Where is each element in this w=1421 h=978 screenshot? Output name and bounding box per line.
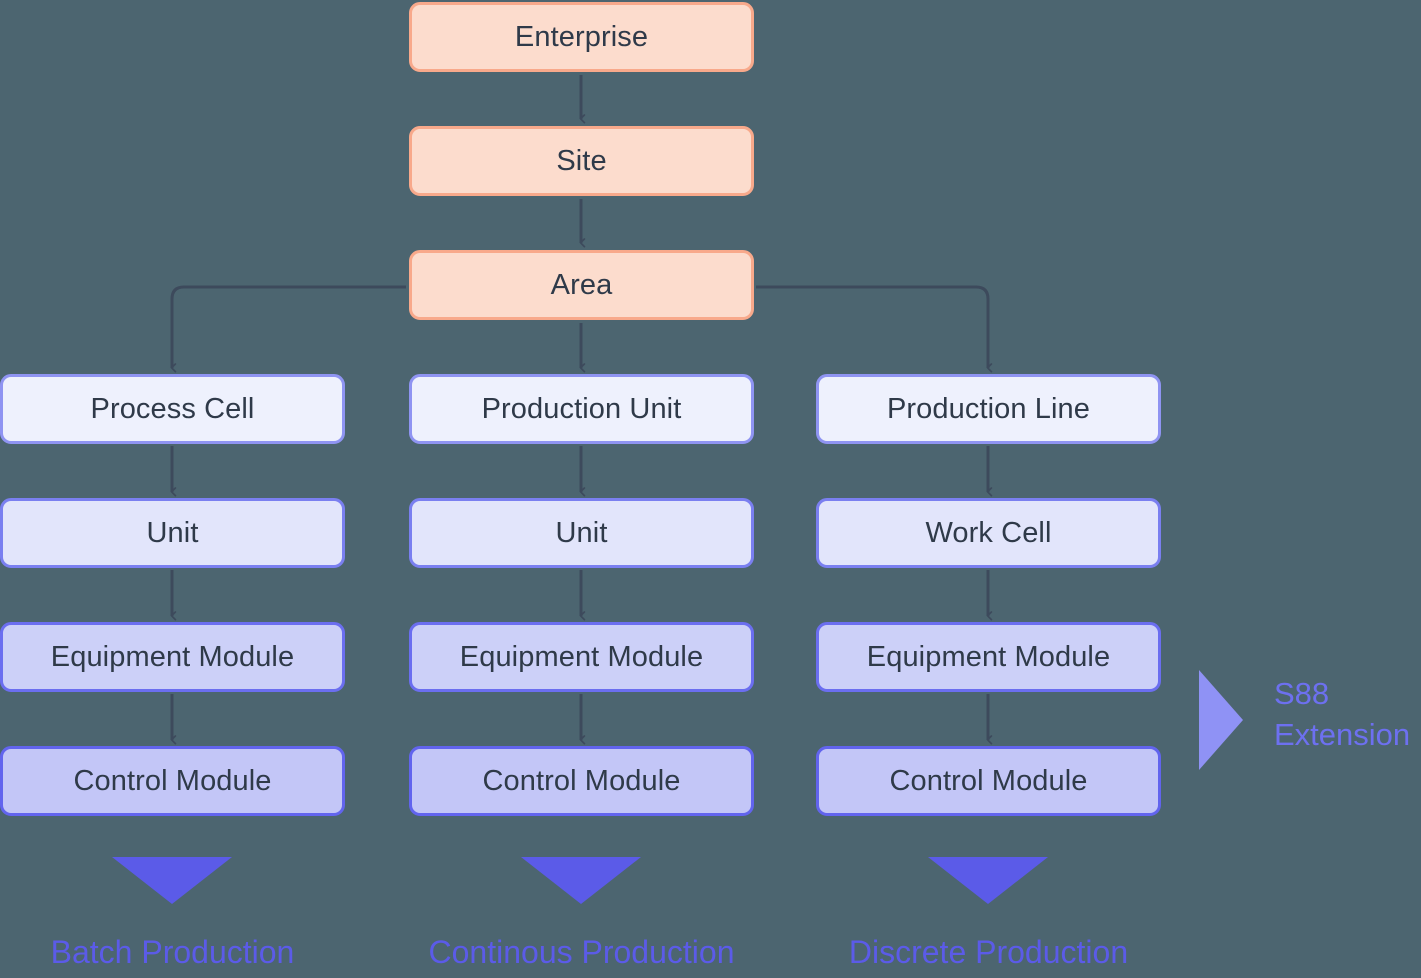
node-production-line[interactable]: Production Line — [816, 374, 1161, 444]
node-unit-continuous-label: Unit — [555, 516, 608, 549]
node-control-module-continuous-label: Control Module — [482, 764, 681, 797]
node-process-cell-label: Process Cell — [90, 392, 255, 425]
node-unit-continuous[interactable]: Unit — [409, 498, 754, 568]
node-production-line-label: Production Line — [886, 392, 1091, 425]
s88-extension-line2: Extension — [1274, 717, 1411, 753]
node-production-unit-label: Production Unit — [481, 392, 682, 425]
node-area-label: Area — [550, 268, 613, 301]
node-control-module-batch[interactable]: Control Module — [0, 746, 345, 816]
node-area[interactable]: Area — [409, 250, 754, 320]
right-triangle-icon — [1199, 670, 1243, 770]
edge-area-process-cell — [170, 285, 406, 373]
node-equipment-module-continuous[interactable]: Equipment Module — [409, 622, 754, 692]
node-unit-batch-label: Unit — [146, 516, 199, 549]
caption-continuous-production: Continous Production — [428, 934, 735, 970]
funnel-down-icon-discrete — [928, 857, 1048, 904]
s88-extension-label: S88 Extension — [1274, 673, 1410, 755]
caption-batch-production: Batch Production — [50, 934, 295, 970]
node-enterprise[interactable]: Enterprise — [409, 2, 754, 72]
node-control-module-batch-label: Control Module — [73, 764, 272, 797]
node-control-module-discrete-label: Control Module — [889, 764, 1088, 797]
s88-extension-line1: S88 — [1274, 676, 1330, 711]
funnel-down-icon-continuous — [521, 857, 641, 904]
node-production-unit[interactable]: Production Unit — [409, 374, 754, 444]
node-control-module-continuous[interactable]: Control Module — [409, 746, 754, 816]
node-process-cell[interactable]: Process Cell — [0, 374, 345, 444]
node-equipment-module-batch[interactable]: Equipment Module — [0, 622, 345, 692]
node-equipment-module-batch-label: Equipment Module — [50, 640, 295, 673]
node-equipment-module-continuous-label: Equipment Module — [459, 640, 704, 673]
edge-area-production-line — [756, 285, 993, 373]
node-site-label: Site — [556, 144, 607, 177]
node-equipment-module-discrete[interactable]: Equipment Module — [816, 622, 1161, 692]
node-equipment-module-discrete-label: Equipment Module — [866, 640, 1111, 673]
node-work-cell[interactable]: Work Cell — [816, 498, 1161, 568]
caption-discrete-production: Discrete Production — [848, 934, 1129, 970]
node-unit-batch[interactable]: Unit — [0, 498, 345, 568]
node-enterprise-label: Enterprise — [514, 20, 649, 53]
node-control-module-discrete[interactable]: Control Module — [816, 746, 1161, 816]
node-work-cell-label: Work Cell — [925, 516, 1052, 549]
funnel-down-icon-batch — [112, 857, 232, 904]
node-site[interactable]: Site — [409, 126, 754, 196]
